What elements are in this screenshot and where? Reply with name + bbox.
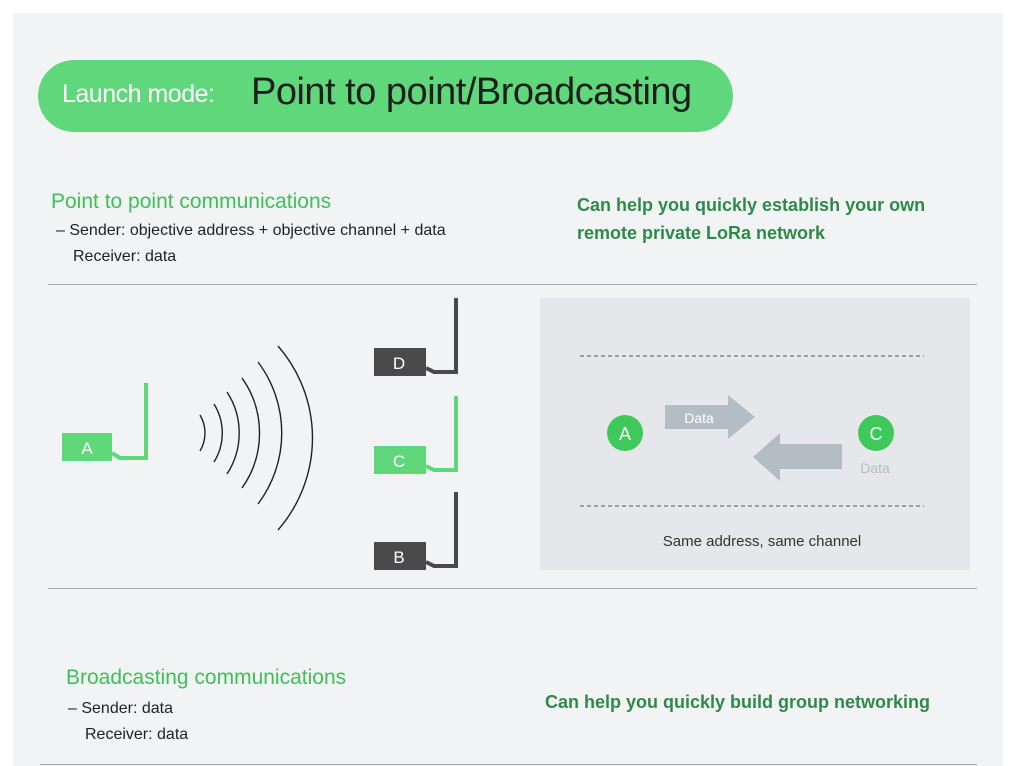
wave-3 (226, 391, 240, 475)
transmitter-node-a: A (62, 383, 148, 461)
inset-caption: Same address, same channel (663, 533, 861, 550)
receiver-d-label: D (393, 354, 405, 373)
arrow-left-label: Data (860, 460, 890, 476)
divider-middle (48, 588, 977, 589)
receiver-node-c: C (374, 396, 458, 474)
radio-waves (199, 345, 314, 531)
broadcast-tagline: Can help you quickly build group network… (545, 692, 931, 712)
p2p-title: Point to point communications (51, 190, 332, 213)
receiver-c-label: C (393, 452, 405, 471)
receiver-c-box (374, 446, 426, 474)
divider-bottom (40, 764, 977, 765)
inset-node-c-label: C (870, 424, 883, 444)
data-arrow-left: Data (753, 433, 890, 481)
inset-node-a-circle (607, 415, 643, 451)
launch-mode-label: Launch mode: (62, 80, 215, 108)
inset-node-a-label: A (619, 424, 631, 444)
divider-top (48, 284, 977, 285)
arrow-right-shape (665, 395, 755, 439)
broadcast-receiver-line: Receiver: data (85, 726, 189, 743)
launch-mode-banner (38, 60, 733, 132)
inset-node-c-circle (858, 415, 894, 451)
broadcast-title: Broadcasting communications (66, 666, 347, 689)
transmitter-antenna (110, 383, 148, 460)
receiver-node-b: B (374, 492, 458, 570)
wave-5 (257, 361, 283, 505)
receiver-d-antenna (425, 298, 458, 374)
receiver-b-antenna (425, 492, 458, 568)
p2p-tagline-1: Can help you quickly establish your own (577, 195, 926, 215)
data-arrow-right: Data (665, 395, 755, 439)
wave-6 (277, 345, 314, 531)
inset-node-c: C (858, 415, 894, 451)
p2p-sender-line: – Sender: objective address + objective … (56, 222, 446, 239)
receiver-b-box (374, 542, 426, 570)
receiver-node-d: D (374, 298, 458, 376)
launch-mode-value: Point to point/Broadcasting (251, 71, 692, 113)
receiver-d-box (374, 348, 426, 376)
broadcast-sender-line: – Sender: data (68, 700, 173, 717)
transmitter-box (62, 433, 112, 461)
wave-4 (241, 377, 261, 489)
receiver-c-antenna (425, 396, 458, 472)
inset-node-a: A (607, 415, 643, 451)
receiver-b-label: B (393, 548, 404, 567)
p2p-tagline-2: remote private LoRa network (577, 223, 826, 243)
p2p-receiver-line: Receiver: data (73, 248, 177, 265)
wave-1 (199, 414, 206, 452)
arrow-left-shape (753, 433, 842, 481)
arrow-right-label: Data (684, 410, 714, 426)
transmitter-label: A (81, 439, 93, 458)
wave-2 (213, 403, 223, 463)
